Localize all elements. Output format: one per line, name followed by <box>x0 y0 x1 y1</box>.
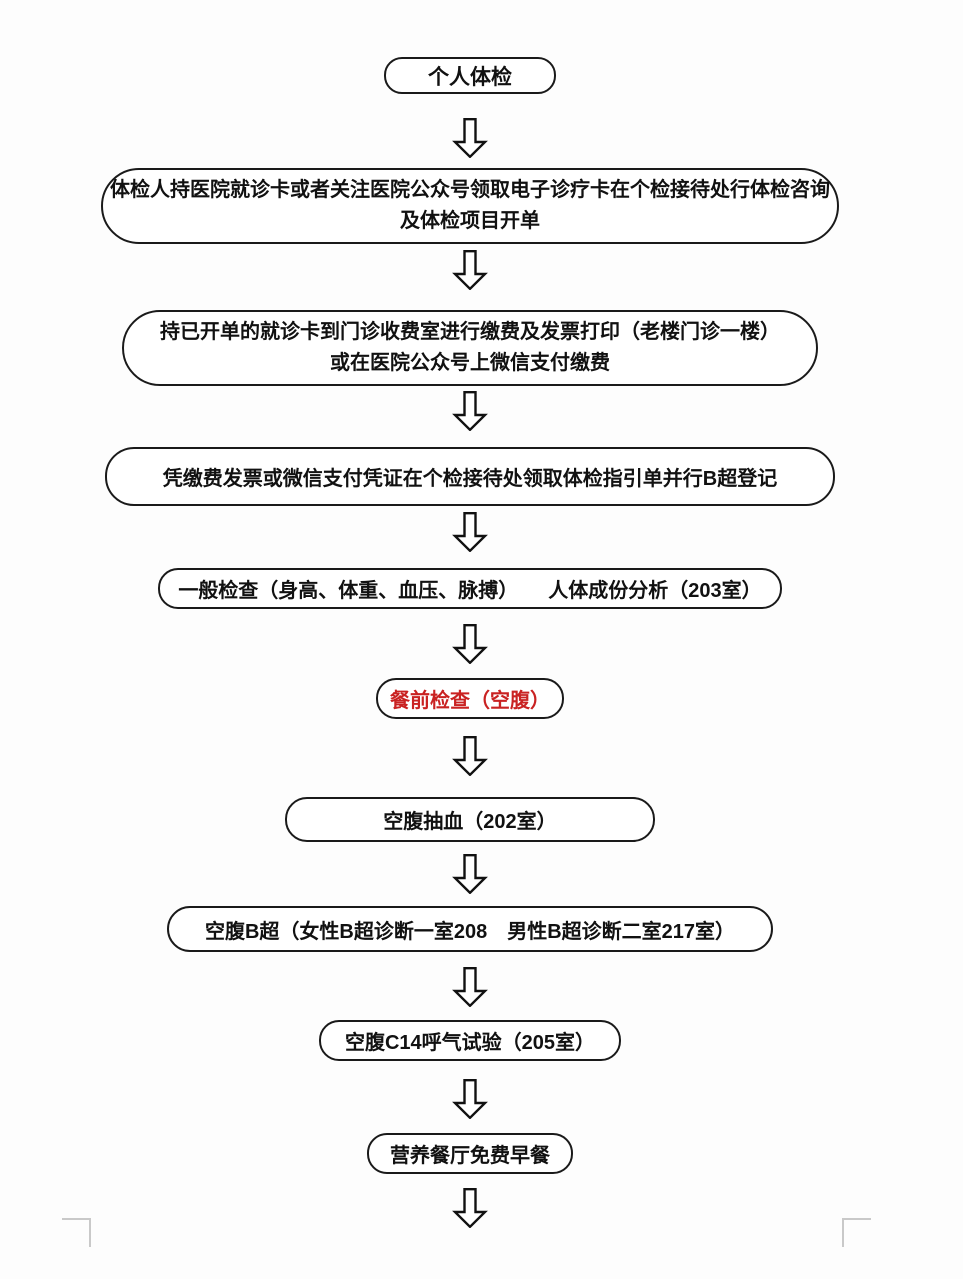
node-start: 个人体检 <box>384 57 556 94</box>
node-label: 空腹B超（女性B超诊断一室208 男性B超诊断二室217室） <box>204 920 736 943</box>
node-label: 个人体检 <box>428 65 512 89</box>
node-pre-meal-fasting-exam: 餐前检查（空腹） <box>376 678 564 719</box>
flow-down-arrow-icon <box>452 624 488 664</box>
node-label: 营养餐厅免费早餐 <box>390 1145 550 1167</box>
flow-down-arrow-icon <box>452 967 488 1007</box>
page-corner-mark-left <box>62 1218 91 1247</box>
node-guide-sheet-ultrasound-registration: 凭缴费发票或微信支付凭证在个检接待处领取体检指引单并行B超登记 <box>105 447 835 506</box>
node-label-line2: 或在医院公众号上微信支付缴费 <box>330 352 610 374</box>
flow-down-arrow-icon <box>452 512 488 552</box>
flow-down-arrow-icon <box>452 1188 488 1228</box>
node-free-breakfast: 营养餐厅免费早餐 <box>367 1133 573 1174</box>
node-label: 空腹C14呼气试验（205室） <box>344 1032 596 1054</box>
node-label-line1: 持已开单的就诊卡到门诊收费室进行缴费及发票打印（老楼门诊一楼） <box>160 321 780 343</box>
flow-down-arrow-icon <box>452 250 488 290</box>
node-label-line2: 及体检项目开单 <box>400 210 540 232</box>
node-payment: 持已开单的就诊卡到门诊收费室进行缴费及发票打印（老楼门诊一楼） 或在医院公众号上… <box>122 310 818 386</box>
node-general-exam-body-composition: 一般检查（身高、体重、血压、脉搏） 人体成份分析（203室） <box>158 568 782 609</box>
node-fasting-ultrasound: 空腹B超（女性B超诊断一室208 男性B超诊断二室217室） <box>167 906 773 952</box>
flow-down-arrow-icon <box>452 736 488 776</box>
node-c14-breath-test: 空腹C14呼气试验（205室） <box>319 1020 621 1061</box>
node-label: 餐前检查（空腹） <box>390 690 550 712</box>
page-corner-mark-right <box>842 1218 871 1247</box>
node-register-consult: 体检人持医院就诊卡或者关注医院公众号领取电子诊疗卡在个检接待处行体检咨询 及体检… <box>101 168 839 244</box>
flow-down-arrow-icon <box>452 118 488 158</box>
node-fasting-blood-draw: 空腹抽血（202室） <box>285 797 655 842</box>
node-label: 空腹抽血（202室） <box>383 811 557 833</box>
node-label: 凭缴费发票或微信支付凭证在个检接待处领取体检指引单并行B超登记 <box>162 468 778 490</box>
node-label-line1: 体检人持医院就诊卡或者关注医院公众号领取电子诊疗卡在个检接待处行体检咨询 <box>110 179 830 201</box>
flow-down-arrow-icon <box>452 391 488 431</box>
node-label: 一般检查（身高、体重、血压、脉搏） 人体成份分析（203室） <box>178 580 762 602</box>
flow-down-arrow-icon <box>452 1079 488 1119</box>
flow-down-arrow-icon <box>452 854 488 894</box>
